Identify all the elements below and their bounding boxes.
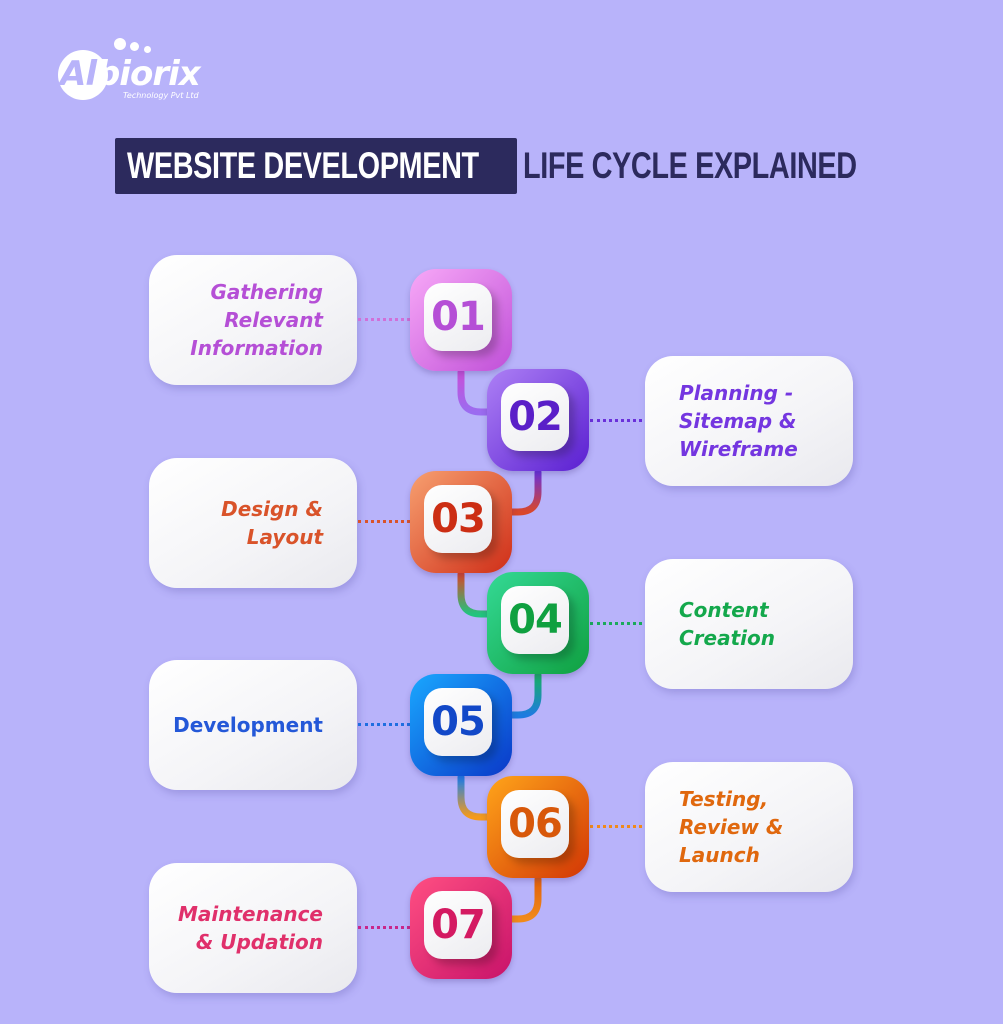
step-label-04: Content Creation xyxy=(679,598,775,650)
step-label-02: Planning - Sitemap & Wireframe xyxy=(679,381,798,461)
step-card-06: Testing, Review & Launch xyxy=(645,762,853,892)
step-badge-07: 07 xyxy=(410,877,512,979)
logo-subtitle: Technology Pvt Ltd xyxy=(123,91,199,100)
dotted-connector-06 xyxy=(590,825,642,828)
step-badge-01: 01 xyxy=(410,269,512,371)
page-title: WEBSITE DEVELOPMENT LIFE CYCLE EXPLAINED xyxy=(115,138,951,194)
logo-word-rest: biorix xyxy=(95,54,201,94)
logo-dot xyxy=(144,46,151,53)
logo-dot xyxy=(114,38,126,50)
step-card-01: Gathering Relevant Information xyxy=(149,255,357,385)
title-highlight-box: WEBSITE DEVELOPMENT xyxy=(115,138,517,194)
step-card-05: Development xyxy=(149,660,357,790)
step-label-01: Gathering Relevant Information xyxy=(190,280,323,360)
step-label-07: Maintenance & Updation xyxy=(177,902,323,954)
step-number-02: 02 xyxy=(501,383,569,451)
step-label-06: Testing, Review & Launch xyxy=(679,787,784,867)
dotted-connector-02 xyxy=(590,419,642,422)
step-badge-06: 06 xyxy=(487,776,589,878)
step-badge-03: 03 xyxy=(410,471,512,573)
dotted-connector-07 xyxy=(358,926,410,929)
step-number-07: 07 xyxy=(424,891,492,959)
step-number-04: 04 xyxy=(501,586,569,654)
step-label-03: Design & Layout xyxy=(221,497,323,549)
dotted-connector-04 xyxy=(590,622,642,625)
title-rest-label: LIFE CYCLE EXPLAINED xyxy=(523,145,857,186)
step-number-05: 05 xyxy=(424,688,492,756)
logo-wordmark: Albiorix xyxy=(60,54,201,94)
step-card-07: Maintenance & Updation xyxy=(149,863,357,993)
company-logo: Albiorix Technology Pvt Ltd xyxy=(58,36,201,106)
logo-word-prefix: Al xyxy=(60,54,97,94)
step-number-03: 03 xyxy=(424,485,492,553)
step-card-02: Planning - Sitemap & Wireframe xyxy=(645,356,853,486)
title-rest-text: LIFE CYCLE EXPLAINED xyxy=(517,145,951,187)
step-badge-04: 04 xyxy=(487,572,589,674)
step-card-03: Design & Layout xyxy=(149,458,357,588)
logo-dot xyxy=(130,42,139,51)
dotted-connector-01 xyxy=(358,318,410,321)
step-card-04: Content Creation xyxy=(645,559,853,689)
dotted-connector-05 xyxy=(358,723,410,726)
step-badge-02: 02 xyxy=(487,369,589,471)
step-number-01: 01 xyxy=(424,283,492,351)
step-number-06: 06 xyxy=(501,790,569,858)
step-badge-05: 05 xyxy=(410,674,512,776)
step-label-05: Development xyxy=(173,713,323,737)
dotted-connector-03 xyxy=(358,520,410,523)
logo-circle xyxy=(58,50,108,100)
